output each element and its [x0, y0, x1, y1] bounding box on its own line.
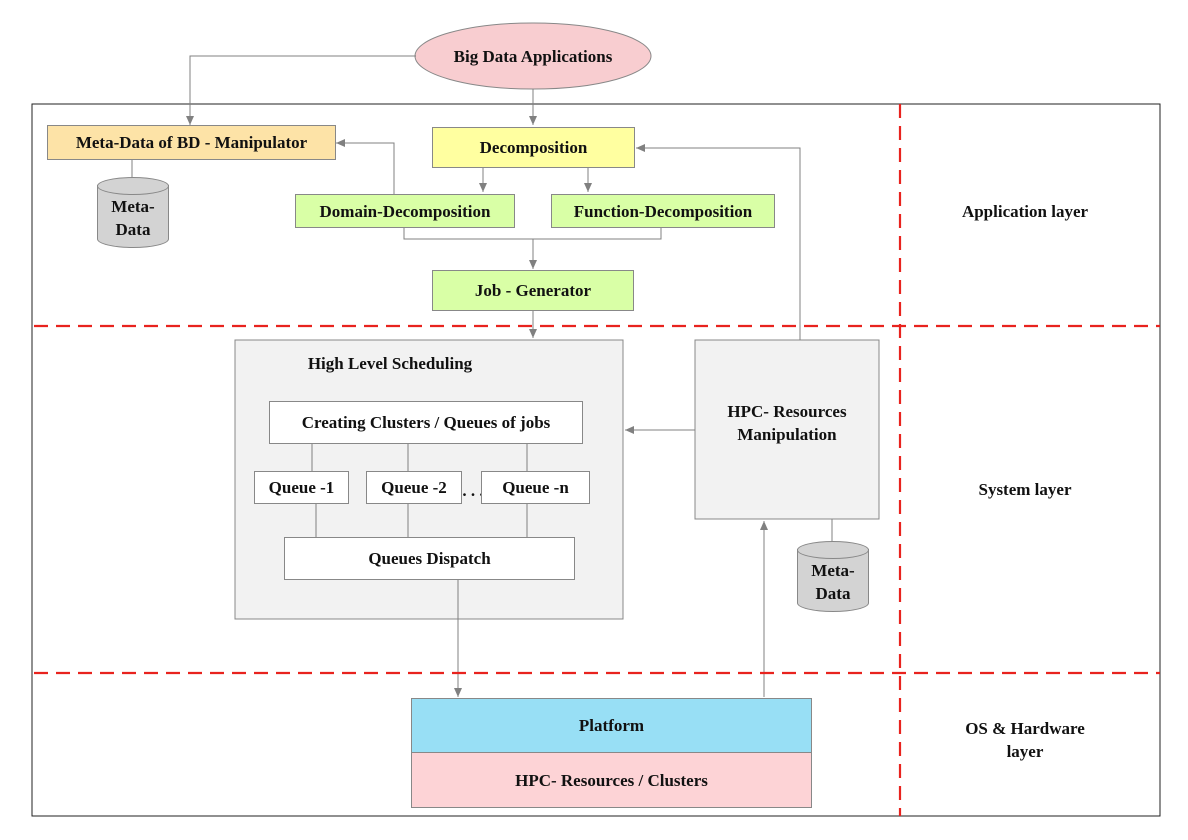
hpc-resources-manipulation-box — [694, 339, 880, 520]
metadata-database-left: Meta- Data — [97, 177, 169, 257]
creating-clusters-box: Creating Clusters / Queues of jobs — [269, 401, 583, 444]
outer-frame — [31, 103, 1161, 817]
queue-n-box: Queue -n — [481, 471, 590, 504]
arrow-hpc-to-decomposition — [636, 144, 801, 340]
application-layer-label: Application layer — [961, 202, 1089, 221]
layer-separators — [34, 104, 1160, 816]
queues-dispatch-box: Queues Dispatch — [284, 537, 575, 580]
line-merge — [403, 228, 662, 240]
database-cylinder-body — [797, 549, 869, 612]
metadata-manipulator-box: Meta-Data of BD - Manipulator — [47, 125, 336, 160]
arrow-apps-to-manipulator — [186, 55, 416, 125]
metadata-label-left: Meta- Data — [111, 197, 155, 239]
platform-box: Platform — [411, 698, 812, 753]
high-level-scheduling-title: High Level Scheduling — [307, 354, 473, 373]
database-cylinder-top — [797, 541, 869, 559]
arrow-domain-to-manipulator — [336, 139, 395, 194]
big-data-applications-label: Big Data Applications — [453, 47, 613, 66]
job-generator-box: Job - Generator — [432, 270, 634, 311]
metadata-label-right: Meta- Data — [811, 561, 855, 603]
connectors — [131, 55, 833, 697]
os-hardware-layer-label: OS & Hardware layer — [965, 719, 1085, 761]
queue-ellipsis: . . . — [462, 481, 484, 500]
decomposition-box: Decomposition — [432, 127, 635, 168]
metadata-database-right: Meta- Data — [797, 541, 869, 621]
database-cylinder-top — [97, 177, 169, 195]
function-decomposition-box: Function-Decomposition — [551, 194, 775, 228]
queue-1-box: Queue -1 — [254, 471, 349, 504]
hpc-resources-manipulation-label: HPC- Resources Manipulation — [727, 402, 847, 444]
hpc-clusters-box: HPC- Resources / Clusters — [411, 752, 812, 808]
queue-2-box: Queue -2 — [366, 471, 462, 504]
system-layer-label: System layer — [978, 480, 1072, 499]
domain-decomposition-box: Domain-Decomposition — [295, 194, 515, 228]
database-cylinder-body — [97, 185, 169, 248]
